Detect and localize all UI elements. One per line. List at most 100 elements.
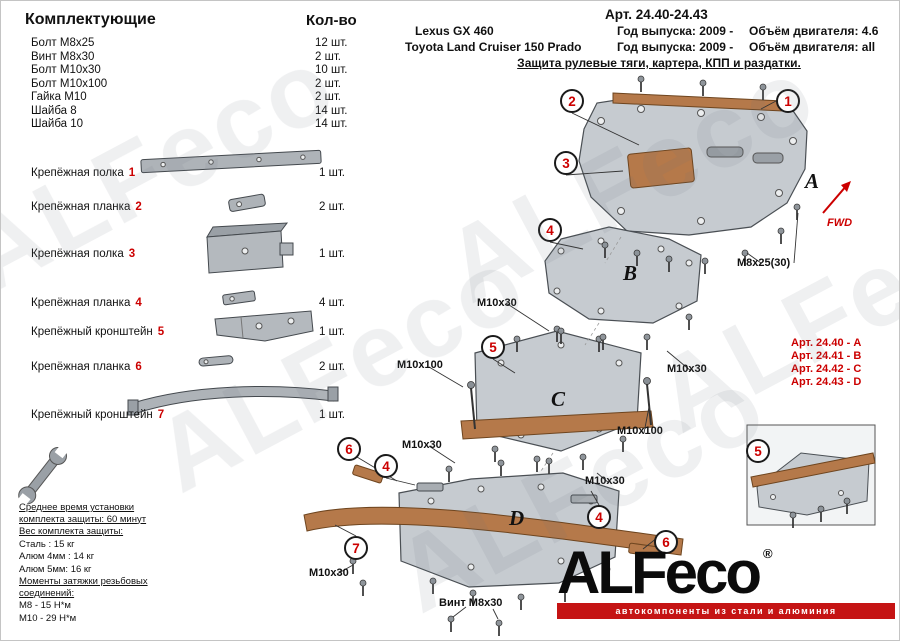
fwd-label: FWD bbox=[827, 217, 853, 229]
parts-list-title: Комплектующие bbox=[25, 11, 156, 28]
torque-m10: М10 - 29 Н*м bbox=[19, 612, 77, 624]
bracket-qty: 2 шт. bbox=[319, 361, 346, 373]
inset-detail-box bbox=[746, 424, 876, 526]
fastener-label: M10x30 bbox=[585, 475, 625, 487]
fastener-label: M10x30 bbox=[309, 567, 349, 579]
plate-label-c: C bbox=[551, 387, 566, 411]
long-bolt-m10x100-right bbox=[643, 377, 652, 426]
fastener-label: M10x30 bbox=[667, 363, 707, 375]
vehicle-name: Lexus GX 460 bbox=[415, 24, 494, 38]
fastener-name: Шайба 8 bbox=[31, 105, 77, 117]
bracket-qty: 1 шт. bbox=[319, 409, 346, 421]
fastener-name: Болт М10х100 bbox=[31, 78, 108, 90]
fastener-name: Болт М8х25 bbox=[31, 37, 95, 49]
bracket-qty: 1 шт. bbox=[319, 248, 346, 260]
fastener-name: Шайба 10 bbox=[31, 118, 84, 130]
weight-alu5: Алюм 5мм: 16 кг bbox=[19, 563, 92, 575]
bracket-number: 5 bbox=[157, 326, 165, 338]
callout-1: 1 bbox=[776, 89, 800, 113]
protection-subtitle: Защита рулевые тяги, картера, КПП и разд… bbox=[517, 56, 801, 70]
weight-steel: Сталь : 15 кг bbox=[19, 538, 75, 550]
fastener-qty: 2 шт. bbox=[315, 91, 342, 103]
weight-title: Вес комплекта защиты: bbox=[19, 526, 124, 537]
vehicle-year: Год выпуска: 2009 - bbox=[617, 24, 734, 38]
registered-mark: ® bbox=[763, 546, 773, 561]
fastener-qty: 2 шт. bbox=[315, 51, 342, 63]
callout-5: 5 bbox=[481, 335, 505, 359]
callout-7: 7 bbox=[344, 536, 368, 560]
assembly-dashed-lines bbox=[540, 236, 622, 472]
fastener-name: Болт М10х30 bbox=[31, 64, 101, 76]
watermark: ALFeco bbox=[636, 165, 900, 456]
fastener-row: Винт М8х30 2 шт. bbox=[1, 51, 369, 65]
vehicle-name: Toyota Land Cruiser 150 Prado bbox=[405, 40, 582, 54]
fastener-row: Гайка М10 2 шт. bbox=[1, 91, 369, 105]
fastener-qty: 2 шт. bbox=[315, 78, 342, 90]
fastener-name: Гайка М10 bbox=[31, 91, 87, 103]
fastener-row: Болт М8х25 12 шт. bbox=[1, 37, 369, 51]
fastener-label: M10x100 bbox=[617, 425, 663, 437]
art-map-item: Арт. 24.43 - D bbox=[791, 376, 862, 388]
fwd-arrow bbox=[822, 181, 851, 214]
fastener-name: Винт М8х30 bbox=[31, 51, 95, 63]
brand-tagline: автокомпоненты из стали и алюминия bbox=[557, 603, 895, 619]
fastener-qty: 12 шт. bbox=[315, 37, 348, 49]
wrench-icon bbox=[15, 443, 70, 508]
callout-4: 4 bbox=[538, 218, 562, 242]
vehicle-engine: Объём двигателя: all bbox=[749, 40, 876, 54]
fastener-row: Болт М10х100 2 шт. bbox=[1, 78, 369, 92]
bracket-qty: 1 шт. bbox=[319, 167, 346, 179]
fastener-label: M8x25(30) bbox=[737, 257, 791, 269]
info-box: Среднее время установки комплекта защиты… bbox=[19, 502, 161, 625]
brand-logo-text: ALFeco bbox=[557, 539, 762, 606]
bracket-number: 1 bbox=[128, 167, 136, 179]
plate-label-a: A bbox=[805, 169, 820, 193]
install-time: Среднее время установки комплекта защиты… bbox=[19, 502, 147, 525]
fastener-label: Винт М8х30 bbox=[439, 597, 503, 609]
callout-4: 4 bbox=[374, 454, 398, 478]
callout-3: 3 bbox=[554, 151, 578, 175]
fastener-row: Шайба 10 14 шт. bbox=[1, 118, 369, 132]
bracket-qty: 4 шт. bbox=[319, 297, 346, 309]
art-map-item: Арт. 24.42 - C bbox=[791, 363, 862, 375]
long-bolt-m10x100-left bbox=[467, 381, 476, 430]
art-map-item: Арт. 24.41 - B bbox=[791, 350, 862, 362]
copper-bracket-a bbox=[627, 147, 695, 189]
bracket-number: 2 bbox=[135, 201, 142, 213]
fastener-qty: 10 шт. bbox=[315, 64, 348, 76]
article-range: Арт. 24.40-24.43 bbox=[605, 7, 708, 22]
callout-5: 5 bbox=[746, 439, 770, 463]
bracket-number: 3 bbox=[128, 248, 136, 260]
brand-logo: ALFeco ® автокомпоненты из стали и алюми… bbox=[557, 539, 895, 619]
callout-4: 4 bbox=[587, 505, 611, 529]
fastener-label: M10x30 bbox=[477, 297, 517, 309]
bracket-number: 4 bbox=[135, 297, 142, 309]
plate-a-shape bbox=[578, 94, 808, 236]
callout-2: 2 bbox=[560, 89, 584, 113]
copper-strip-top bbox=[612, 92, 784, 112]
fastener-label: M10x100 bbox=[397, 359, 443, 371]
fastener-row: Шайба 8 14 шт. bbox=[1, 105, 369, 119]
fastener-qty: 14 шт. bbox=[315, 105, 348, 117]
bracket-qty: 2 шт. bbox=[319, 201, 346, 213]
art-map-item: Арт. 24.40 - A bbox=[791, 337, 862, 349]
weight-alu4: Алюм 4мм : 14 кг bbox=[19, 551, 95, 562]
callout-6: 6 bbox=[337, 437, 361, 461]
bracket-number: 6 bbox=[135, 361, 142, 373]
plank-4-right bbox=[570, 494, 598, 504]
